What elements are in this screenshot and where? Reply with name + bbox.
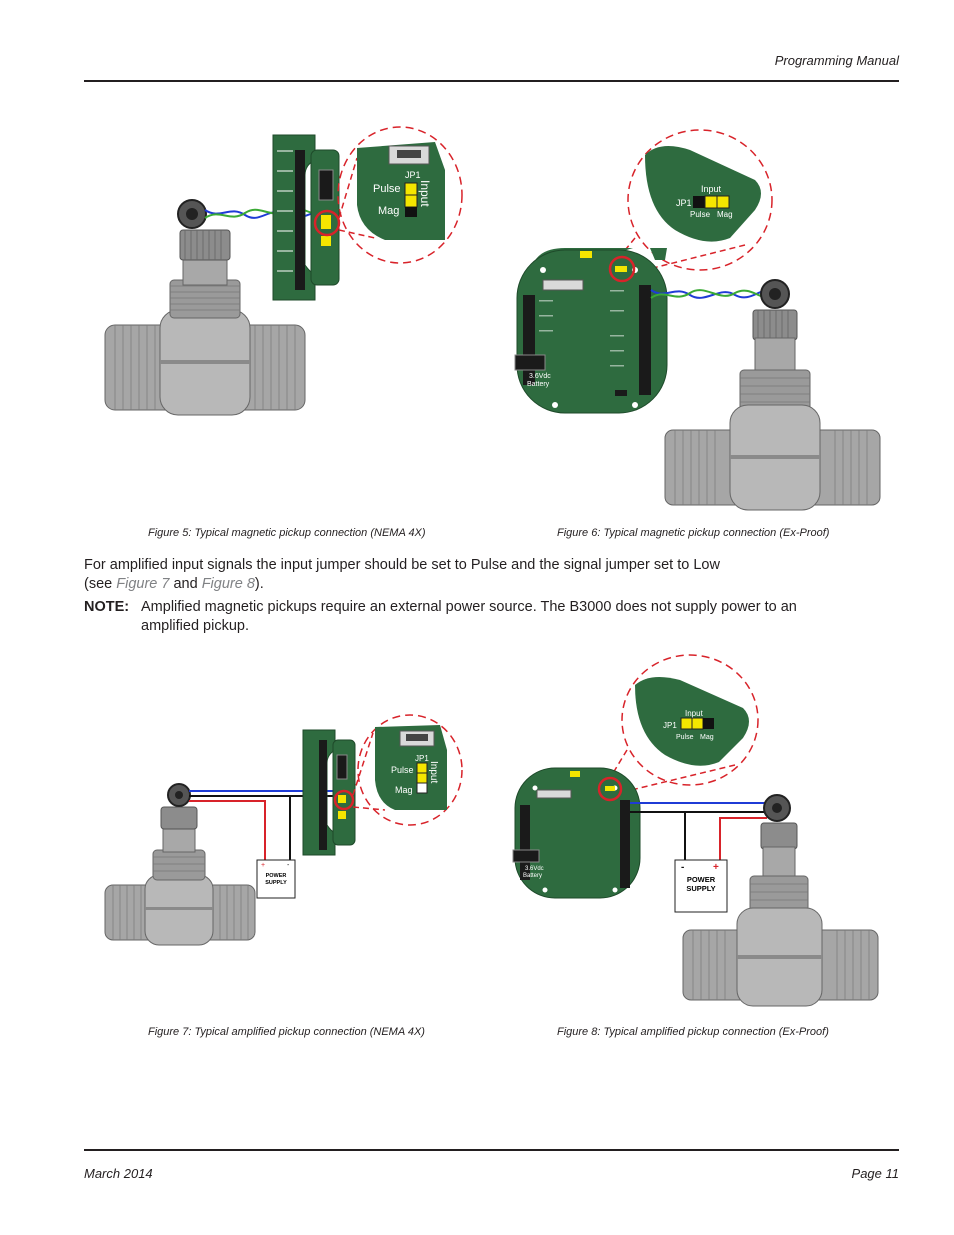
jumper-highlight-fig7 — [333, 789, 355, 811]
signal-wire-blue-fig6 — [650, 289, 768, 299]
fig7-jp1-label: JP1 — [415, 754, 429, 763]
fig8-power-plus: + — [713, 862, 719, 873]
fig8-jp1-label: JP1 — [663, 721, 677, 730]
fig8-power-minus: - — [681, 862, 684, 873]
nema-board-fig5 — [272, 134, 316, 301]
fig7-input-label: Input — [428, 761, 439, 783]
fig8-mag-label: Mag — [700, 734, 714, 741]
fig8-power-label: POWER — [687, 875, 716, 884]
fig8-battery-voltage: 3.6Vdc — [525, 866, 544, 872]
signal-wire-green-fig5 — [204, 206, 331, 219]
signal-wire-blue-fig5 — [204, 209, 331, 220]
figure-6-caption: Figure 6: Typical magnetic pickup connec… — [557, 527, 830, 539]
callout-fig5 — [337, 126, 463, 264]
power-supply-fig7 — [256, 859, 296, 899]
fig8-pulse-label: Pulse — [676, 734, 694, 741]
header-title: Programming Manual — [774, 53, 899, 68]
paragraph-lead: For amplified input signals the input ju… — [84, 557, 720, 573]
flow-meter-fig8 — [682, 822, 879, 1007]
header-rule — [84, 80, 899, 82]
figure-8-caption: Figure 8: Typical amplified pickup conne… — [557, 1026, 829, 1038]
flow-meter-fig5 — [104, 229, 306, 416]
flow-meter-fig6 — [664, 309, 881, 511]
amplified-input-paragraph: For amplified input signals the input ju… — [84, 556, 884, 594]
figure-7-caption: Figure 7: Typical amplified pickup conne… — [148, 1026, 425, 1038]
footer-rule — [84, 1149, 899, 1151]
power-wire-red-fig7 — [189, 800, 266, 860]
figure-8-diagram: Input JP1 Pulse Mag 3.6Vdc Battery - + P… — [512, 654, 879, 1007]
fig5-mag-label: Mag — [378, 205, 399, 217]
fig5-jp1-label: JP1 — [405, 170, 421, 180]
callout-fig6 — [616, 129, 773, 276]
fig6-jp1-label: JP1 — [676, 198, 692, 208]
fig8-input-label: Input — [685, 709, 704, 718]
fig7-power-label: POWER — [266, 873, 287, 879]
figure-5-caption: Figure 5: Typical magnetic pickup connec… — [148, 527, 426, 539]
fig6-pulse-label: Pulse — [690, 210, 711, 219]
fig7-pulse-label: Pulse — [391, 765, 414, 775]
fig7-power-plus: + — [261, 862, 265, 869]
figure-7-link[interactable]: Figure 7 — [116, 576, 170, 592]
callout-fig7 — [352, 714, 463, 826]
expr-board-fig6 — [514, 248, 668, 414]
figure-8-link[interactable]: Figure 8 — [201, 576, 255, 592]
fig7-mag-label: Mag — [395, 785, 413, 795]
power-supply-fig8 — [674, 859, 728, 913]
callout-fig8 — [609, 654, 759, 793]
fig7-supply-label: SUPPLY — [265, 880, 287, 886]
paragraph-and: and — [169, 576, 202, 592]
fig6-mag-label: Mag — [717, 210, 733, 219]
signal-wire-green-fig6 — [650, 289, 768, 299]
fig5-input-label: Input — [418, 180, 432, 207]
fig6-battery-label: Battery — [527, 381, 550, 388]
note-label: NOTE: — [84, 599, 130, 615]
nema-board-fig7 — [302, 729, 356, 856]
fig5-pulse-label: Pulse — [373, 183, 401, 195]
figure-5-diagram: JP1 Pulse Mag Input — [104, 126, 463, 416]
footer-date: March 2014 — [84, 1166, 153, 1181]
fig6-input-label: Input — [701, 184, 722, 194]
power-wire-red-fig8 — [719, 817, 767, 860]
figure-7-diagram: + - POWER SUPPLY JP1 Pulse Mag Input — [104, 714, 463, 946]
jumper-highlight-fig6 — [608, 255, 636, 283]
paragraph-close: ). — [254, 576, 264, 592]
jumper-highlight-fig8 — [597, 776, 623, 802]
paragraph-see-open: (see — [84, 576, 117, 592]
fig7-power-minus: - — [287, 862, 290, 869]
note-text: Amplified magnetic pickups require an ex… — [141, 599, 797, 634]
fig8-battery-label: Battery — [523, 873, 542, 879]
fig8-supply-label: SUPPLY — [686, 884, 715, 893]
fig6-battery-voltage: 3.6Vdc — [529, 373, 551, 380]
flow-meter-fig7 — [104, 806, 256, 946]
figure-6-diagram: Input JP1 Pulse Mag 3.6Vdc Battery — [514, 129, 881, 511]
jumper-highlight-fig5 — [313, 209, 341, 237]
footer-page-number: Page 11 — [851, 1166, 899, 1181]
